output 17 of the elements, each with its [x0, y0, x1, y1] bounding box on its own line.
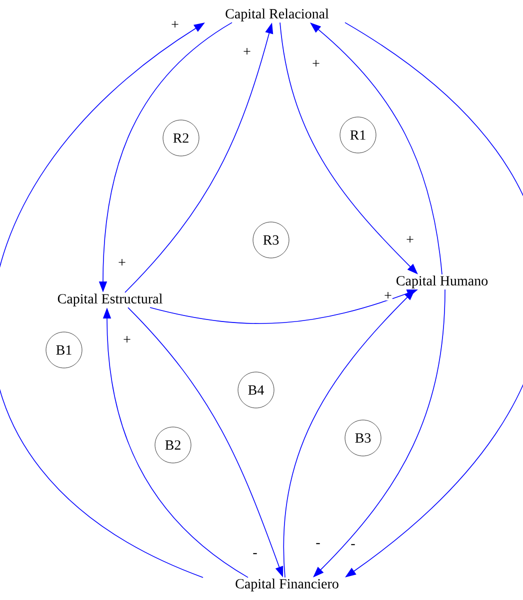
variable-label: Capital Financiero: [236, 578, 338, 592]
edge-label: +: [384, 292, 392, 300]
edge-label: +: [406, 236, 414, 244]
edge-label: +: [312, 60, 320, 68]
arrow: [344, 22, 523, 578]
arrow: [280, 22, 418, 274]
edge-label: +: [122, 336, 132, 344]
variable-label: Capital Relacional: [226, 8, 329, 22]
arrow: [313, 289, 446, 578]
edge-label: +: [118, 258, 126, 268]
edge-label: +: [170, 20, 180, 30]
edge-label: -: [252, 552, 258, 558]
variable-label: Capital Estructural: [58, 294, 162, 306]
variable-label: Capital Humano: [396, 276, 488, 288]
edge-label: -: [350, 544, 356, 548]
edge-label: -: [315, 542, 321, 548]
edge-label: +: [242, 48, 252, 56]
